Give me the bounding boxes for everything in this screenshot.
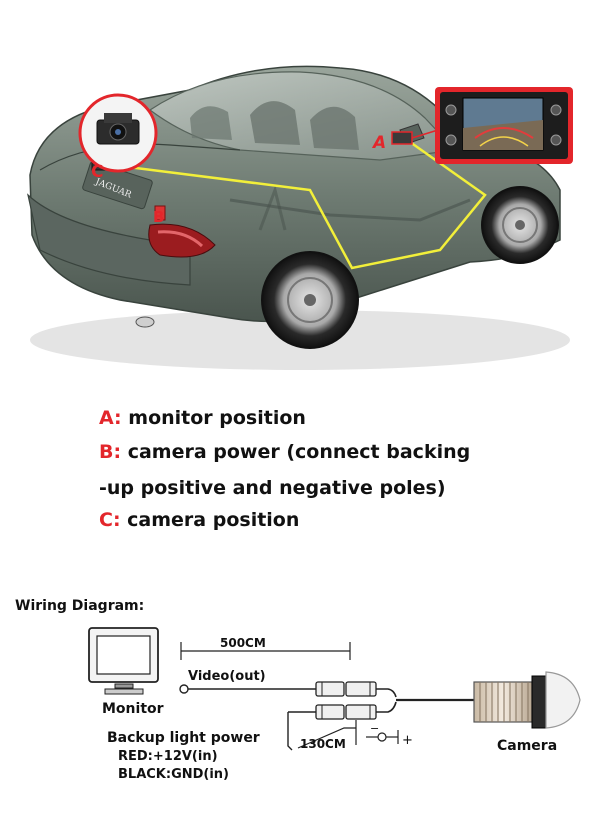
legend-item-c: C: camera position: [99, 509, 299, 531]
car-illustration: JAGUAR C B A: [27, 65, 570, 370]
legend-item-b: B: camera power (connect backing: [99, 441, 470, 463]
legend-text-c: camera position: [120, 509, 300, 531]
camera-label: Camera: [497, 738, 558, 754]
marker-a: A: [371, 133, 386, 153]
marker-c: C: [91, 162, 103, 182]
cable-length-130cm: 130CM: [300, 737, 346, 751]
video-out-label: Video(out): [188, 669, 266, 684]
polarity-minus: −: [370, 722, 379, 735]
legend-text-b-continued: -up positive and negative poles): [99, 477, 446, 499]
marker-b: B: [153, 208, 164, 226]
wiring-diagram-title: Wiring Diagram:: [15, 598, 145, 614]
camera-icon: [473, 671, 581, 729]
legend-key-c: C:: [99, 509, 121, 531]
monitor-label: Monitor: [102, 701, 164, 717]
legend-item-b-continued: -up positive and negative poles): [99, 477, 446, 499]
legend-key-a: A:: [99, 407, 122, 429]
wiring-diagram: [88, 627, 581, 751]
backup-light-power-label: Backup light power: [107, 730, 260, 746]
polarity-plus: +: [402, 733, 413, 748]
legend-text-a: monitor position: [121, 407, 306, 429]
red-wire-label: RED:+12V(in): [118, 749, 218, 764]
legend-key-b: B:: [99, 441, 122, 463]
head-unit-callout: [411, 87, 573, 164]
legend-item-a: A: monitor position: [99, 407, 306, 429]
black-wire-label: BLACK:GND(in): [118, 767, 230, 782]
monitor-icon: [88, 627, 159, 695]
legend-text-b: camera power (connect backing: [121, 441, 471, 463]
cable-length-500cm: 500CM: [220, 636, 266, 650]
